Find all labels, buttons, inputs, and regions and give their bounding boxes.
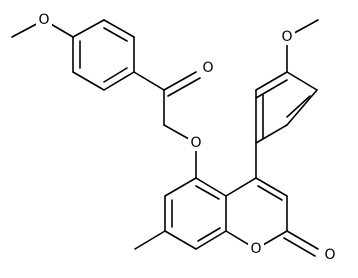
atom-o-lactone: O	[322, 247, 338, 263]
bond	[255, 124, 288, 144]
bond	[255, 177, 288, 197]
atom-o-methoxy-right: O	[279, 29, 295, 45]
bond	[195, 177, 227, 197]
bond-lines	[11, 19, 319, 257]
bond	[72, 71, 105, 91]
bond	[255, 79, 288, 99]
atom-o-methoxy-left: O	[36, 12, 52, 28]
bond	[225, 177, 257, 197]
bond	[286, 89, 318, 126]
bond	[134, 230, 166, 250]
bond	[167, 77, 201, 97]
bond	[103, 67, 128, 83]
atom-o-ring: O	[248, 241, 264, 257]
bond	[286, 71, 318, 91]
atom-label: O	[250, 241, 261, 257]
atom-label: O	[281, 29, 292, 45]
bond	[103, 19, 135, 38]
bond	[164, 177, 197, 197]
bond	[164, 230, 197, 250]
bond	[103, 71, 135, 91]
bond	[286, 95, 311, 118]
bond	[283, 237, 316, 257]
bond	[257, 185, 283, 201]
bond	[103, 27, 128, 42]
bond	[195, 185, 220, 200]
atom-labels: O O O O O O	[36, 12, 338, 263]
bond	[286, 230, 319, 250]
atom-label: O	[202, 60, 213, 76]
atom-label: O	[38, 12, 49, 28]
bond	[255, 71, 288, 91]
atom-o-ether: O	[188, 135, 204, 151]
atom-o-ketone: O	[200, 60, 216, 76]
bond	[197, 227, 221, 242]
bond	[195, 230, 227, 250]
bond	[72, 19, 105, 38]
bond	[133, 71, 165, 91]
atom-label: O	[190, 135, 201, 151]
bond	[163, 71, 197, 91]
atom-label: O	[324, 247, 335, 263]
